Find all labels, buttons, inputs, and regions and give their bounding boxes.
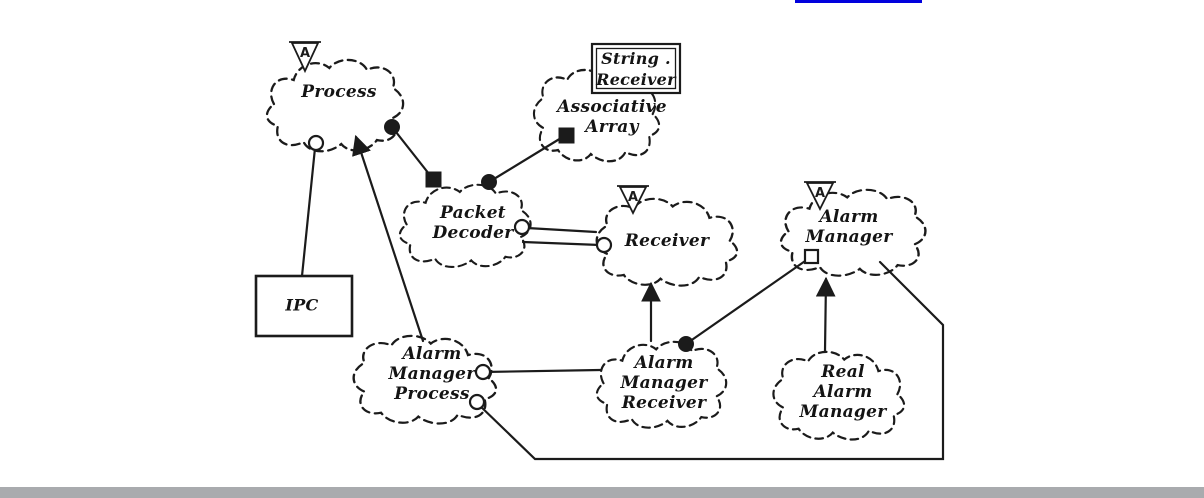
cloud-label-real-alarm-manager: Real Alarm Manager — [800, 362, 887, 422]
label-line: Receiver — [596, 70, 676, 89]
abstract-triangle-icon: A — [617, 185, 649, 216]
label-line: String . — [601, 49, 671, 68]
open-circle-icon — [595, 236, 613, 254]
box-string-receiver — [590, 42, 682, 95]
label-line: Alarm — [813, 382, 873, 402]
filled-square-icon — [425, 171, 442, 188]
open-square-icon — [803, 248, 820, 265]
filled-square-icon — [558, 127, 575, 144]
connection-ipc-process — [300, 146, 317, 278]
hyperlink-underline[interactable] — [795, 0, 922, 3]
connection-real-alarm-manager-to-alarm-manager-arrow — [815, 276, 836, 353]
cloud-label-alarm-manager: Alarm Manager — [806, 207, 893, 247]
cloud-label-process: Process — [301, 82, 377, 102]
abstract-triangle-icon: A — [804, 181, 836, 212]
label-line: Associative — [557, 97, 667, 117]
box-label-string-receiver: String . Receiver — [596, 48, 676, 90]
label-line: Process — [394, 384, 470, 404]
abstract-triangle-icon: A — [289, 41, 321, 74]
connection-packet-decoder-associative-array — [487, 133, 568, 184]
connection-packet-decoder-receiver-upper — [525, 226, 598, 234]
abstract-letter: A — [628, 190, 638, 205]
open-circle-icon — [474, 363, 492, 381]
cloud-label-alarm-manager-process: Alarm Manager Process — [389, 344, 476, 404]
label-line: Packet — [440, 203, 506, 223]
filled-circle-icon — [678, 336, 694, 352]
abstract-letter: A — [815, 186, 825, 201]
label-line: Manager — [620, 373, 708, 393]
connection-process-packet-decoder — [390, 125, 435, 181]
cloud-label-receiver: Receiver — [625, 231, 710, 251]
connection-packet-decoder-receiver-lower — [521, 240, 602, 247]
connection-alarm-manager-around-to-alarm-manager-process — [475, 260, 945, 461]
open-circle-icon — [513, 218, 531, 236]
connection-alarm-manager-receiver-alarm-manager — [684, 257, 810, 346]
label-line: Array — [585, 117, 639, 137]
bottom-bar — [0, 487, 1204, 498]
label-line: Alarm — [634, 353, 694, 373]
label-line: IPC — [285, 295, 319, 315]
label-line: Decoder — [432, 223, 514, 243]
abstract-letter: A — [300, 46, 310, 61]
open-circle-icon — [307, 134, 325, 152]
label-line: Manager — [388, 364, 476, 384]
open-circle-icon — [468, 393, 486, 411]
cloud-process — [265, 58, 405, 153]
box-ipc — [254, 274, 354, 338]
label-line: Process — [301, 82, 377, 102]
cloud-label-associative-array: Associative Array — [557, 97, 667, 137]
connection-alarm-manager-process-receiver — [481, 368, 602, 374]
label-line: Receiver — [621, 393, 707, 413]
cloud-label-packet-decoder: Packet Decoder — [432, 203, 513, 243]
filled-circle-icon — [481, 174, 497, 190]
label-line: Alarm — [402, 344, 462, 364]
label-line: Receiver — [624, 231, 710, 251]
label-line: Real — [821, 362, 865, 382]
label-line: Manager — [805, 227, 893, 247]
label-line: Alarm — [819, 207, 879, 227]
label-line: Manager — [799, 402, 887, 422]
filled-circle-icon — [384, 119, 400, 135]
connection-alarm-manager-process-to-process-arrow — [352, 134, 425, 343]
cloud-label-alarm-manager-receiver: Alarm Manager Receiver — [621, 353, 708, 413]
box-label-ipc: IPC — [285, 295, 318, 316]
